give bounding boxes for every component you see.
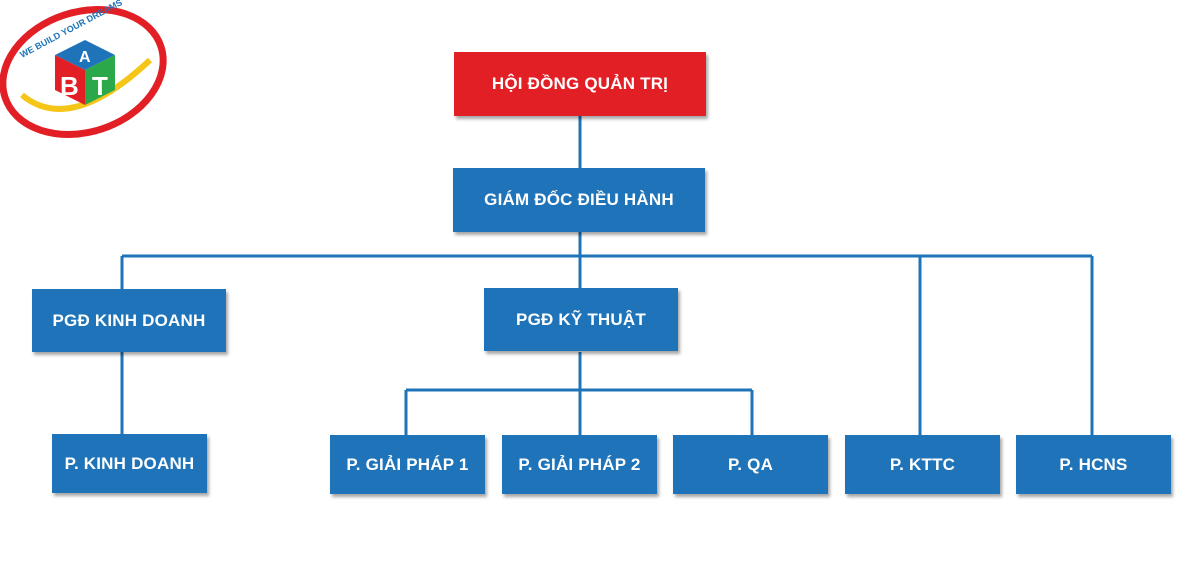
dept-qa-label: P. QA — [727, 454, 774, 474]
deputy-tech-label: PGĐ KỸ THUẬT — [516, 309, 646, 329]
deputy-sales-box: PGĐ KINH DOANH — [32, 289, 226, 352]
logo-yellow-swoosh — [20, 57, 153, 112]
deputy-sales-label: PGĐ KINH DOANH — [52, 310, 206, 330]
dept-sales-label: P. KINH DOANH — [64, 453, 195, 473]
company-logo: WE BUILD YOUR DREAMS A B T — [0, 0, 167, 138]
logo-cube-left — [55, 55, 85, 105]
logo-letter-b: B — [60, 71, 79, 101]
dept-solution2-label: P. GIẢI PHÁP 2 — [518, 454, 641, 474]
dept-solution1-box: P. GIẢI PHÁP 1 — [330, 435, 485, 494]
logo-cube-right — [85, 55, 115, 105]
dept-hr-box: P. HCNS — [1016, 435, 1171, 494]
ceo-label: GIÁM ĐỐC ĐIỀU HÀNH — [484, 190, 674, 209]
dept-hr-label: P. HCNS — [1059, 454, 1128, 474]
dept-solution1-label: P. GIẢI PHÁP 1 — [346, 454, 469, 474]
dept-finance-label: P. KTTC — [889, 454, 956, 474]
board-of-directors-box: HỘI ĐỒNG QUẢN TRỊ — [454, 52, 706, 116]
dept-solution2-box: P. GIẢI PHÁP 2 — [502, 435, 657, 494]
dept-sales-box: P. KINH DOANH — [52, 434, 207, 493]
dept-finance-box: P. KTTC — [845, 435, 1000, 494]
dept-qa-box: P. QA — [673, 435, 828, 494]
deputy-tech-box: PGĐ KỸ THUẬT — [484, 288, 678, 351]
logo-letter-a: A — [79, 49, 91, 66]
logo-letter-t: T — [92, 71, 108, 101]
logo-red-swoosh — [0, 6, 167, 138]
ceo-box: GIÁM ĐỐC ĐIỀU HÀNH — [453, 168, 705, 232]
board-of-directors-label: HỘI ĐỒNG QUẢN TRỊ — [491, 74, 669, 93]
